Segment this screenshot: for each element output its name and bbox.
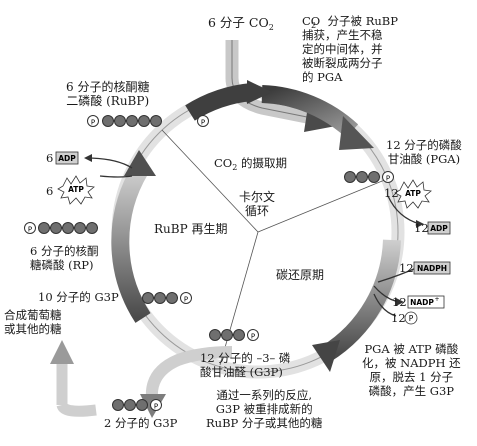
- svg-text:ATP: ATP: [405, 189, 421, 198]
- adp-tag-right: [427, 221, 451, 235]
- atp-burst-left: [57, 175, 95, 205]
- rubp-label: 6 分子的核酮糖 二磷酸 (RuBP): [66, 80, 150, 108]
- divider-reduction-regen: [219, 231, 259, 366]
- svg-text:ADP: ADP: [58, 154, 76, 163]
- g3p-twelve-label: 12 分子的 –3– 磷 酸甘油醛 (G3P): [200, 351, 291, 379]
- pga-label: 12 分子的磷酸 甘油酸 (PGA): [386, 138, 462, 166]
- rearrange-note: 通过一系列的反应, G3P 被重排成新的 RuBP 分子或其他的糖: [206, 388, 323, 430]
- divider-fixation-reduction: [257, 176, 393, 233]
- svg-text:P: P: [409, 314, 414, 323]
- rp-label: 6 分子的核酮 糖磷酸 (RP): [30, 244, 99, 272]
- nadph-tag: [413, 261, 451, 275]
- phosphate-released-icon: [404, 311, 418, 325]
- g3p-ten-molecule: [142, 292, 192, 304]
- nadp-count: 12: [392, 295, 407, 309]
- svg-text:NADPH: NADPH: [417, 264, 447, 273]
- svg-text:ATP: ATP: [68, 185, 84, 194]
- g3p-out-arrow: [145, 346, 233, 399]
- svg-text:ADP: ADP: [430, 224, 448, 233]
- phosphate-label: P: [386, 175, 390, 183]
- atp-burst-right: [394, 179, 432, 209]
- phosphate-label: P: [184, 296, 188, 304]
- co2-capture-note-sub: 2: [311, 21, 317, 30]
- g3p-ten-label: 10 分子的 G3P: [38, 290, 119, 304]
- regeneration-arrow: [111, 165, 151, 323]
- nadph-arrow: [377, 267, 417, 283]
- svg-text:NADP: NADP: [410, 298, 434, 307]
- phosphate-label: P: [154, 403, 158, 411]
- g3p-two-label: 2 分子的 G3P: [104, 416, 178, 430]
- reduction-arrow: [321, 239, 401, 362]
- phosphate-label: P: [201, 119, 205, 127]
- reduction-phase-label: 碳还原期: [276, 268, 325, 282]
- divider-fixation-regen: [161, 129, 259, 233]
- adp-count-left: 6: [46, 151, 54, 165]
- pi-count: 12: [391, 311, 406, 325]
- pga-note: PGA 被 ATP 磷酸 化，被 NADPH 还 原，脱去 1 分子 磷酸，产生…: [362, 342, 461, 398]
- co2-capture-note: CO 分子被 RuBP 捕获，产生不稳 定的中间体，并 被断裂成两分子 的 PG…: [302, 14, 398, 84]
- adp-left-arrow: [85, 157, 133, 169]
- pga-molecule: [344, 171, 394, 183]
- nadp-tag: [407, 295, 445, 309]
- co2-input-label: 6 分子 CO2: [208, 15, 274, 33]
- atp-count-left: 6: [46, 184, 54, 198]
- fixation-phase-label: CO2 的摄取期: [214, 156, 287, 172]
- adp-tag-left: [55, 151, 79, 165]
- svg-text:+: +: [434, 296, 439, 303]
- atp-count-right: 12: [384, 186, 399, 200]
- pi-arrow: [373, 293, 397, 317]
- phosphate-label: P: [28, 226, 32, 234]
- g3p-twelve-molecule: [209, 329, 259, 341]
- calvin-cycle-label: 卡尔文 循环: [239, 190, 276, 218]
- regeneration-phase-label: RuBP 再生期: [154, 222, 228, 236]
- g3p-two-molecule: [112, 399, 162, 411]
- adp-count-right: 12: [414, 221, 429, 235]
- glucose-label: 合成葡萄糖 或其他的糖: [4, 308, 62, 336]
- fixation-arrow-head: [339, 116, 374, 150]
- atp-left-arrow: [99, 175, 133, 178]
- phosphate-label: P: [251, 333, 255, 341]
- rubp-molecule: [87, 115, 209, 127]
- nadph-count: 12: [399, 261, 414, 275]
- rp-molecule: [24, 222, 98, 234]
- phosphate-label: P: [91, 119, 95, 127]
